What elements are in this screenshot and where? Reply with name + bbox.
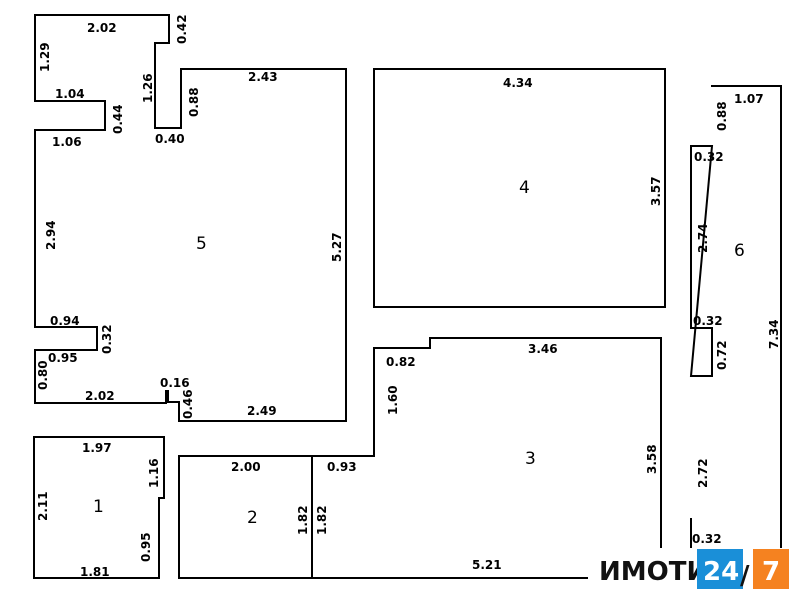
room-number: 1 [93, 497, 104, 517]
dimension-label: 1.26 [141, 73, 155, 103]
logo-slash-bg [743, 549, 753, 589]
room-number: 5 [196, 234, 207, 254]
room-3-outline [311, 337, 662, 579]
dimension-label: 2.49 [247, 404, 277, 418]
logo-box-24 [697, 549, 743, 589]
logo-number-7: 7 [762, 557, 780, 587]
dimension-label: 0.42 [175, 14, 189, 44]
room-5-outline [34, 14, 347, 422]
dimension-label: 0.32 [692, 532, 722, 546]
dimension-label: 2.00 [231, 460, 261, 474]
dimension-label: 1.04 [55, 87, 85, 101]
room-4-outline [373, 68, 666, 308]
dimension-label: 1.60 [386, 385, 400, 415]
room-2: 2.00 1.82 1.82 2 [178, 455, 329, 579]
dimension-label: 1.82 [296, 505, 310, 535]
logo-number-24: 24 [703, 557, 739, 587]
dimension-label: 2.02 [85, 389, 115, 403]
dimension-label: 0.80 [36, 360, 50, 390]
dimension-label: 1.29 [38, 42, 52, 72]
dimension-label: 0.40 [155, 132, 185, 146]
dimension-label: 0.95 [139, 532, 153, 562]
room-number: 3 [525, 449, 536, 469]
dimension-label: 0.72 [715, 340, 729, 370]
imoti247-logo: ИМОТИ 24 / 7 [596, 548, 800, 592]
room-number: 6 [734, 241, 745, 261]
dimension-label: 0.44 [111, 104, 125, 134]
dimension-label: 2.11 [36, 491, 50, 521]
dimension-label: 0.32 [693, 314, 723, 328]
logo-wordmark: ИМОТИ [599, 557, 708, 587]
room-2-outline [178, 455, 313, 579]
dimension-label: 0.88 [187, 87, 201, 117]
dimension-label: 0.32 [100, 324, 114, 354]
dimension-label: 2.72 [696, 458, 710, 488]
dimension-label: 0.32 [694, 150, 724, 164]
dimension-label: 3.58 [645, 444, 659, 474]
dimension-label: 0.82 [386, 355, 416, 369]
dimension-label: 1.81 [80, 565, 110, 579]
room-3: 0.82 3.46 1.60 0.93 3.58 5.21 3 [311, 337, 662, 579]
dimension-label: 0.94 [50, 314, 80, 328]
room-1-outline [33, 436, 165, 579]
room-number: 2 [247, 508, 258, 528]
dimension-label: 0.95 [48, 351, 78, 365]
dimension-label: 4.34 [503, 76, 533, 90]
room-4: 4.34 3.57 4 [373, 68, 666, 308]
logo-box-7 [753, 549, 789, 589]
dimension-label: 1.82 [315, 505, 329, 535]
dimension-label: 1.06 [52, 135, 82, 149]
dimension-label: 1.16 [147, 458, 161, 488]
logo-slash: / [740, 561, 750, 591]
dimension-label: 0.93 [327, 460, 357, 474]
dimension-label: 3.57 [649, 176, 663, 206]
dimension-label: 5.27 [330, 232, 344, 262]
dimension-label: 5.21 [472, 558, 502, 572]
dimension-label: 0.46 [181, 389, 195, 419]
dimension-label: 2.74 [696, 223, 710, 253]
room-6: 1.07 0.88 0.32 2.74 0.32 0.72 7.34 2.72 … [689, 85, 782, 556]
room-number: 4 [519, 178, 530, 198]
room-5: 2.02 0.42 1.29 1.26 2.43 0.88 1.04 0.44 … [34, 14, 347, 422]
dimension-label: 7.34 [767, 319, 781, 349]
dimension-label: 1.97 [82, 441, 112, 455]
dimension-label: 2.94 [44, 220, 58, 250]
dimension-label: 0.16 [160, 376, 190, 390]
dimension-label: 2.02 [87, 21, 117, 35]
dimension-label: 2.43 [248, 70, 278, 84]
dimension-label: 3.46 [528, 342, 558, 356]
dimension-label: 0.88 [715, 101, 729, 131]
dimension-label: 1.07 [734, 92, 764, 106]
room-1: 1.97 1.16 0.95 1.81 2.11 1 [33, 436, 165, 579]
